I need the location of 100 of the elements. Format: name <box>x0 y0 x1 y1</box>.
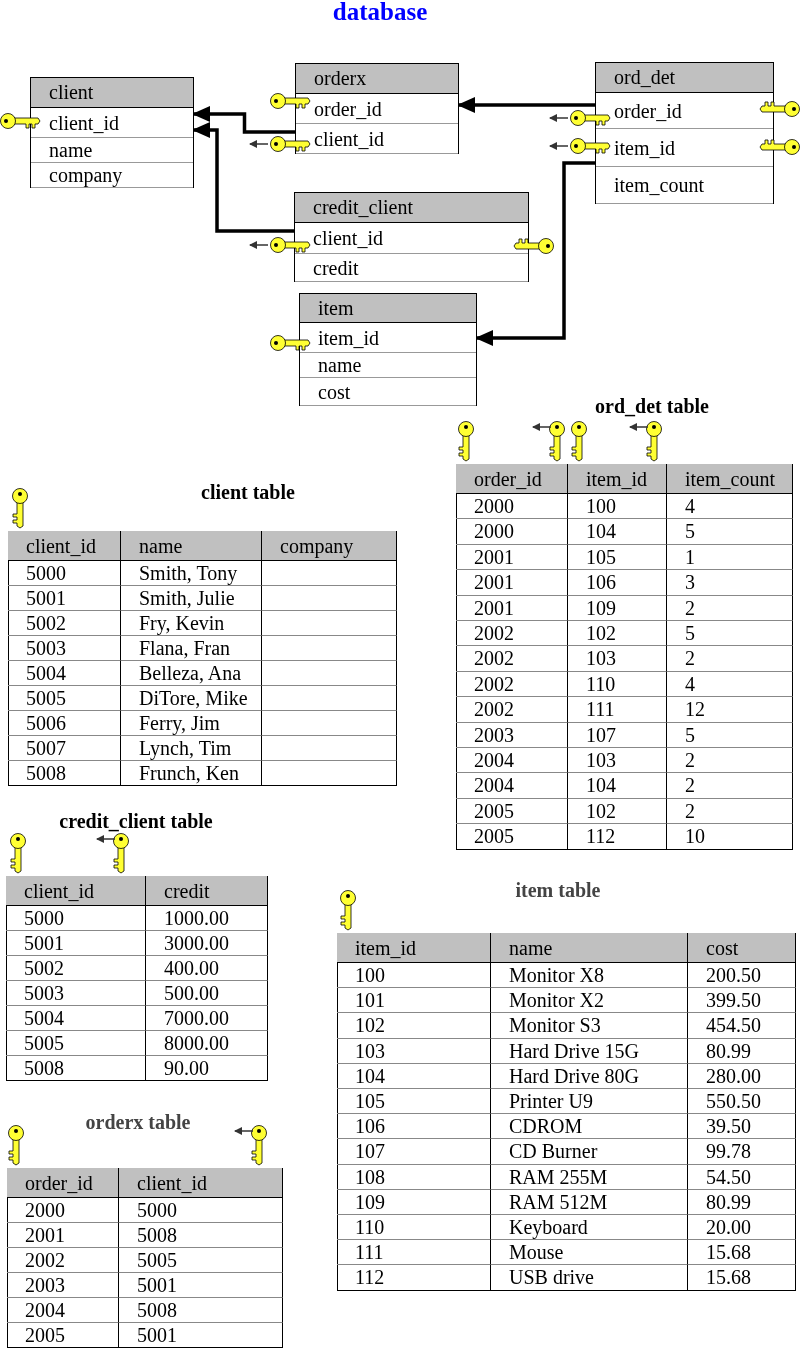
table-cell: 7000.00 <box>146 1006 268 1031</box>
table-cell: 107 <box>568 722 667 748</box>
field-row: item_count <box>596 167 773 204</box>
table-cell: 5 <box>667 519 793 545</box>
table-cell: 109 <box>568 595 667 621</box>
diagram-title: database <box>332 0 428 26</box>
table-cell: 2 <box>667 798 793 825</box>
entity-name: credit_client <box>295 193 528 223</box>
table-cell: 105 <box>337 1089 491 1115</box>
table-cell: 54.50 <box>688 1164 796 1190</box>
table-cell: 400.00 <box>146 956 268 981</box>
table-cell: 2002 <box>456 621 568 647</box>
table-cell: 3 <box>667 570 793 596</box>
table-cell: Monitor X8 <box>491 963 688 989</box>
table-cell: 500.00 <box>146 981 268 1006</box>
entity-box <box>595 62 774 204</box>
table-cell: 90.00 <box>146 1056 268 1081</box>
table-cell: USB drive <box>491 1265 688 1291</box>
table-cell: 4 <box>667 671 793 698</box>
table-cell: 2 <box>667 773 793 799</box>
table-cell: 111 <box>337 1240 491 1266</box>
arrow <box>192 106 296 134</box>
table-cell: 5008 <box>8 761 121 786</box>
table-cell: name <box>491 933 688 963</box>
arrow <box>192 122 295 233</box>
table-cell: 5005 <box>119 1248 283 1273</box>
table-cell: 2002 <box>7 1248 119 1273</box>
table-cell: 5001 <box>119 1323 283 1348</box>
table-cell: Hard Drive 15G <box>491 1038 688 1064</box>
table-cell: item_id <box>337 933 491 963</box>
table-cell: 2005 <box>456 824 568 850</box>
table-cell: 107 <box>337 1139 491 1165</box>
table-cell: 108 <box>337 1164 491 1190</box>
table-cell: order_id <box>7 1168 119 1198</box>
table-cell: Mouse <box>491 1240 688 1266</box>
table-cell: 200.50 <box>688 963 796 989</box>
table-cell: 5 <box>667 722 793 748</box>
table-cell: 2001 <box>7 1223 119 1248</box>
table-cell: 1 <box>667 544 793 571</box>
table-title: ord_det table <box>595 395 709 418</box>
table-cell: 5003 <box>6 981 146 1006</box>
table-cell: 2005 <box>7 1323 119 1348</box>
table-cell: 5007 <box>8 736 121 761</box>
table-cell: CDROM <box>491 1114 688 1140</box>
field-row: name <box>300 353 476 378</box>
table-cell: 100 <box>337 963 491 989</box>
arrow <box>475 161 596 346</box>
table-cell: 104 <box>568 519 667 545</box>
table-cell: CD Burner <box>491 1139 688 1165</box>
table-cell: name <box>121 531 262 561</box>
table-cell: 110 <box>337 1215 491 1241</box>
entity-name: orderx <box>296 64 458 94</box>
table-cell: 2001 <box>456 595 568 621</box>
field-row: name <box>31 138 193 163</box>
table-cell: 112 <box>337 1265 491 1291</box>
field-row: company <box>31 163 193 188</box>
table-cell: 111 <box>568 697 667 723</box>
table-cell: 15.68 <box>688 1240 796 1266</box>
field-row: credit <box>295 254 528 282</box>
entity-name: item <box>300 294 476 323</box>
table-cell: 104 <box>568 773 667 799</box>
table-title: orderx table <box>85 1111 191 1134</box>
table-cell: 106 <box>337 1114 491 1140</box>
table-cell: 5001 <box>119 1273 283 1298</box>
table-cell: 2005 <box>456 798 568 825</box>
table-cell: Monitor S3 <box>491 1013 688 1039</box>
table-cell: 103 <box>568 646 667 672</box>
table-cell: 102 <box>568 621 667 647</box>
table-cell: Frunch, Ken <box>121 761 262 786</box>
entity-box <box>295 63 459 154</box>
table-cell: 2003 <box>456 722 568 748</box>
table-cell: 2002 <box>456 671 568 698</box>
table-cell: 5008 <box>119 1223 283 1248</box>
table-cell: 5003 <box>8 636 121 661</box>
table-cell: 5000 <box>8 561 121 586</box>
table-cell: 100 <box>568 494 667 520</box>
table-cell: 5001 <box>6 931 146 956</box>
table-cell: 280.00 <box>688 1063 796 1089</box>
table-cell: 80.99 <box>688 1189 796 1215</box>
table-cell: 2 <box>667 595 793 621</box>
table-title: credit_client table <box>59 810 213 833</box>
table-cell: Hard Drive 80G <box>491 1063 688 1089</box>
table-cell: 5000 <box>119 1198 283 1223</box>
table-cell: 2004 <box>456 773 568 799</box>
entity-box <box>294 192 529 282</box>
table-cell: Monitor X2 <box>491 988 688 1014</box>
table-cell: 39.50 <box>688 1114 796 1140</box>
table-cell: RAM 512M <box>491 1189 688 1215</box>
table-cell: 80.99 <box>688 1038 796 1064</box>
table-cell: 109 <box>337 1189 491 1215</box>
table-cell: 2002 <box>456 646 568 672</box>
table-cell: 2003 <box>7 1273 119 1298</box>
table-cell: Lynch, Tim <box>121 736 262 761</box>
table-cell: Ferry, Jim <box>121 711 262 736</box>
table-cell: Belleza, Ana <box>121 661 262 686</box>
table-cell: 110 <box>568 671 667 698</box>
table-cell: 3000.00 <box>146 931 268 956</box>
table-cell: Smith, Tony <box>121 561 262 586</box>
table-cell: 5008 <box>6 1056 146 1081</box>
table-cell: 2000 <box>456 519 568 545</box>
